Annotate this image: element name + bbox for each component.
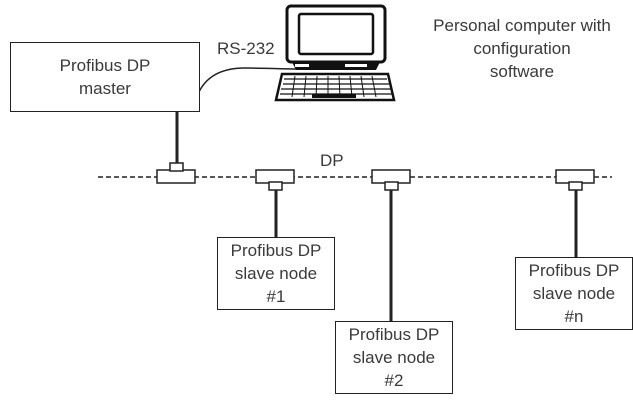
slave-node-n-box: Profibus DP slave node #n: [515, 257, 633, 330]
pc-caption-line2: configuration: [473, 39, 571, 58]
computer-icon: [274, 4, 396, 102]
slave-n-line3: #n: [564, 307, 584, 326]
slave-node-1-box: Profibus DP slave node #1: [217, 237, 335, 310]
slave-n-t-connector: [555, 169, 595, 191]
master-t-connector: [156, 162, 196, 184]
slave-1-line3: #1: [266, 287, 286, 306]
slave-2-line3: #2: [384, 371, 404, 390]
slave-2-line2: slave node: [352, 348, 436, 367]
master-label-line1: Profibus DP: [59, 56, 151, 75]
profibus-dp-master-box: Profibus DP master: [10, 42, 200, 112]
rs232-cable: [197, 67, 299, 95]
slave-2-t-connector: [371, 169, 411, 191]
slave-1-t-connector: [255, 169, 295, 191]
slave-2-line1: Profibus DP: [348, 325, 440, 344]
pc-caption-line1: Personal computer with: [433, 16, 611, 35]
dp-bus-label: DP: [320, 151, 344, 170]
slave-1-line1: Profibus DP: [230, 241, 322, 260]
slave-node-2-box: Profibus DP slave node #2: [335, 321, 453, 394]
master-label-line2: master: [79, 79, 131, 98]
pc-caption: Personal computer with configuration sof…: [404, 14, 633, 83]
pc-caption-line3: software: [489, 62, 555, 81]
rs232-label: RS-232: [217, 39, 275, 58]
slave-n-line2: slave node: [532, 284, 616, 303]
slave-n-line1: Profibus DP: [528, 261, 620, 280]
slave-1-line2: slave node: [234, 264, 318, 283]
